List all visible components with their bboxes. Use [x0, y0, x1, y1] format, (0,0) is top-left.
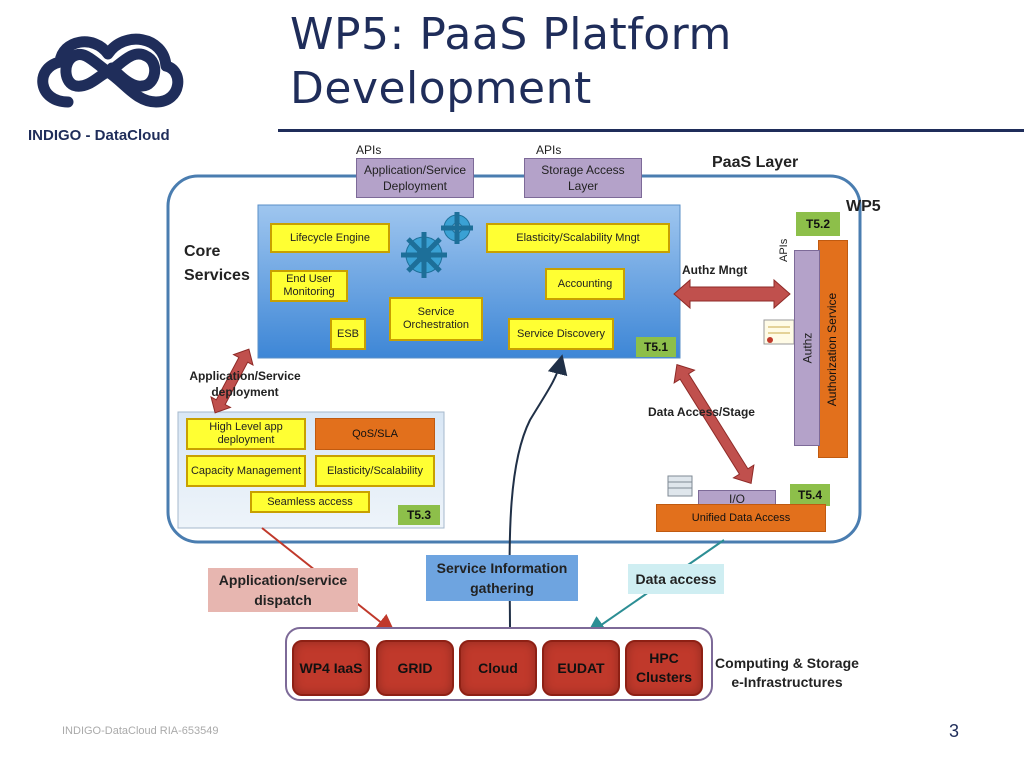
app-service-deployment-label: Application/Service deployment [189, 369, 301, 399]
wp5-label: WP5 [846, 198, 881, 215]
unified-data-access-box: Unified Data Access [656, 504, 826, 532]
infra-grid: GRID [376, 640, 454, 696]
apis-label-left: APIs [356, 143, 382, 157]
authorization-service-label: Authorization Service [825, 292, 840, 406]
t51-badge: T5.1 [636, 337, 676, 357]
elasticity-mngt-box: Elasticity/Scalability Mngt [486, 223, 670, 253]
infra-eudat: EUDAT [542, 640, 620, 696]
service-info-gathering-label: Service Information gathering [426, 555, 578, 601]
paas-layer-label: PaaS Layer [712, 154, 799, 171]
app-deployment-arrow [210, 348, 254, 414]
service-orchestration-box: Service Orchestration [389, 297, 483, 341]
app-service-deployment-box: Application/Service Deployment [356, 158, 474, 198]
authz-mngt-arrow [673, 278, 791, 310]
authz-box: Authz [794, 250, 820, 446]
accounting-box: Accounting [545, 268, 625, 300]
apis-label-right: APIs [536, 143, 562, 157]
title-divider [278, 129, 1024, 132]
title-line-2: Development [290, 63, 592, 114]
service-discovery-box: Service Discovery [508, 318, 614, 350]
elasticity-scalability-box: Elasticity/Scalability [315, 455, 435, 487]
page-number: 3 [949, 721, 960, 741]
t54-badge: T5.4 [790, 484, 830, 506]
t52-badge: T5.2 [796, 212, 840, 236]
end-user-monitoring-box: End User Monitoring [270, 270, 348, 302]
core-services-label: Core Services [184, 243, 250, 284]
authz-mngt-label: Authz Mngt [682, 263, 748, 277]
esb-box: ESB [330, 318, 366, 350]
authorization-service-box: Authorization Service [818, 240, 848, 458]
infra-cloud: Cloud [459, 640, 537, 696]
computing-storage-label: Computing & Storage e-Infrastructures [715, 655, 859, 690]
infra-hpc-clusters: HPC Clusters [625, 640, 703, 696]
authz-label: Authz [800, 332, 814, 364]
lifecycle-engine-box: Lifecycle Engine [270, 223, 390, 253]
capacity-management-box: Capacity Management [186, 455, 306, 487]
certificate-icon [763, 319, 795, 345]
seamless-access-box: Seamless access [250, 491, 370, 513]
infra-wp4-iaas: WP4 IaaS [292, 640, 370, 696]
apis-vertical-label: APIs [778, 238, 790, 262]
slide-title: WP5: PaaS Platform Development [290, 8, 732, 116]
data-access-label: Data access [628, 564, 724, 594]
logo-text: INDIGO - DataCloud [28, 127, 170, 144]
gears-icon [401, 212, 473, 278]
footer-project-id: INDIGO-DataCloud RIA-653549 [62, 725, 219, 737]
storage-access-layer-box: Storage Access Layer [524, 158, 642, 198]
qos-sla-box: QoS/SLA [315, 418, 435, 450]
t53-badge: T5.3 [398, 505, 440, 525]
app-service-dispatch-label: Application/service dispatch [208, 568, 358, 612]
indigo-cloud-logo [37, 33, 184, 108]
data-access-stage-label: Data Access/Stage [648, 405, 755, 419]
storage-server-icon [667, 475, 693, 497]
high-level-app-box: High Level app deployment [186, 418, 306, 450]
title-line-1: WP5: PaaS Platform [290, 9, 732, 60]
data-access-stage-arrow [673, 363, 755, 485]
